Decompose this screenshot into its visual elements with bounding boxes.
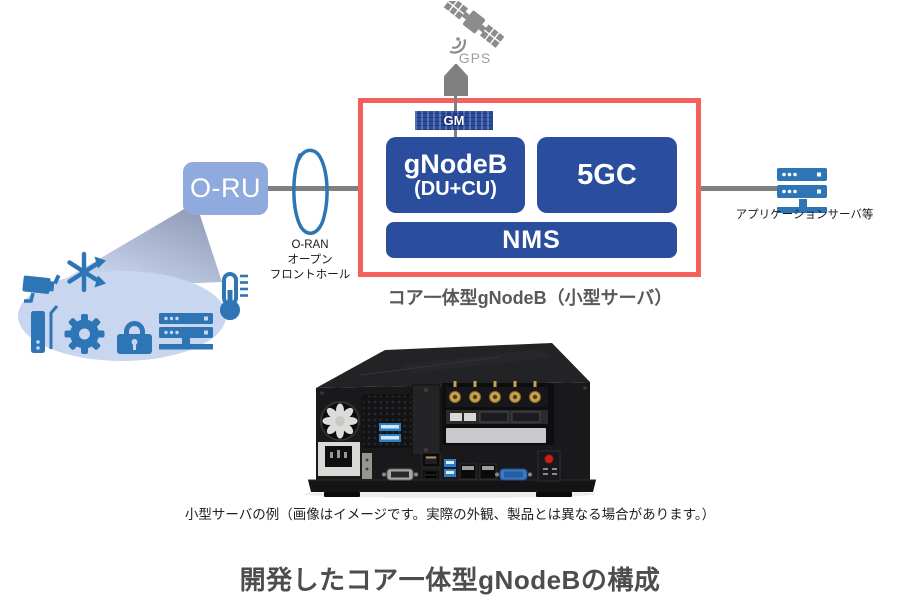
gear-icon — [64, 314, 105, 354]
gnodeb-box: gNodeB (DU+CU) — [386, 137, 525, 213]
nms-label: NMS — [502, 225, 561, 254]
nms-box: NMS — [386, 222, 677, 258]
gm-box: GM — [415, 111, 493, 130]
fronthaul-line3: フロントホール — [269, 269, 351, 281]
asterisk-arrows-icon — [67, 251, 106, 293]
photo-caption: 小型サーバの例（画像はイメージです。実際の外観、製品とは異なる場合があります。） — [184, 507, 716, 522]
fronthaul-line1: O-RAN — [291, 239, 329, 251]
router-icon — [31, 305, 59, 353]
fivegc-box: 5GC — [537, 137, 677, 213]
fronthaul-label: O-RAN オープン フロントホール — [260, 238, 360, 283]
server-photo — [304, 343, 596, 498]
fronthaul-link-line — [266, 186, 362, 191]
thermometer-icon — [220, 272, 248, 320]
app-server-icon — [777, 168, 827, 213]
page-title: 開発したコア一体型gNodeBの構成 — [239, 565, 661, 595]
gps-satellite-icon — [443, 1, 505, 54]
fronthaul-loop-icon — [292, 148, 329, 235]
rack-server-icon — [159, 313, 213, 350]
device-cloud — [18, 205, 248, 361]
gnodeb-label: gNodeB — [403, 149, 508, 180]
gm-label: GM — [443, 113, 465, 128]
fivegc-label: 5GC — [577, 158, 637, 191]
gps-antenna-icon — [444, 64, 468, 96]
enclosure-caption: コア一体型gNodeB（小型サーバ） — [387, 288, 673, 308]
coverage-ellipse — [18, 271, 226, 361]
gnodeb-sublabel: (DU+CU) — [414, 177, 497, 200]
oru-box: O-RU — [183, 162, 268, 215]
gps-label: GPS — [458, 50, 492, 66]
lock-icon — [117, 321, 152, 354]
fronthaul-line2: オープン — [287, 254, 333, 266]
cctv-camera-icon — [22, 274, 61, 303]
backhaul-link-line — [699, 186, 777, 191]
app-server-label: アプリケーションサーバ等 — [735, 209, 874, 221]
oru-label: O-RU — [190, 173, 261, 203]
